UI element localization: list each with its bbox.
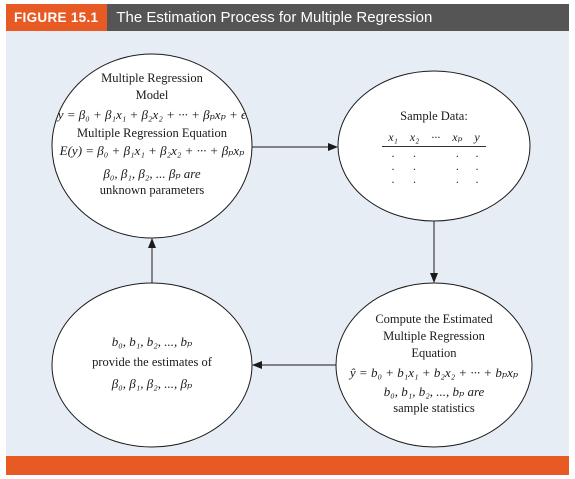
compute-coefficients: b₀, b₁, b₂, ..., bₚ are (383, 384, 485, 399)
compute-title-line2: Multiple Regression (383, 329, 485, 343)
estimates-text: b₀, b₁, b₂, ..., bₚ provide the estimate… (52, 333, 252, 392)
compute-title-line3: Equation (411, 346, 457, 360)
column-x1: x₁ (382, 129, 404, 147)
sample-data-row: . . . . (382, 147, 485, 161)
sample-statistics-label: sample statistics (393, 401, 475, 415)
cell-x1: . (391, 172, 395, 186)
cell-ellipsis (425, 173, 446, 186)
unknown-parameters-label: unknown parameters (99, 183, 205, 197)
figure-title-bar: FIGURE 15.1 The Estimation Process for M… (6, 4, 569, 31)
cell-x1: . (391, 159, 395, 173)
cell-x2: . (413, 146, 417, 160)
cell-y: . (475, 146, 479, 160)
bottom-accent-bar (6, 456, 569, 475)
model-parameters: β₀, β₁, β₂, ... βₚ are (103, 166, 201, 181)
compute-title-line1: Compute the Estimated (375, 312, 493, 326)
sample-data-row: . . . . (382, 160, 485, 173)
model-text: Multiple Regression Model y = β₀ + β₁x₁ … (52, 70, 252, 199)
cell-x2: . (413, 172, 417, 186)
cell-x2: . (413, 159, 417, 173)
model-subtitle: Model (135, 88, 169, 102)
figure-label: FIGURE 15.1 (6, 4, 108, 31)
cell-xp: . (455, 159, 459, 173)
cell-ellipsis (425, 160, 446, 173)
sample-data-title: Sample Data: (400, 109, 468, 123)
cell-y: . (475, 172, 479, 186)
regression-equation: E(y) = β₀ + β₁x₁ + β₂x₂ + ··· + βₚxₚ (59, 143, 245, 158)
sample-data-row: . . . . (382, 173, 485, 186)
sample-data-table: x₁ x₂ ··· xₚ y . . . . . . . . . (382, 129, 486, 186)
column-x2: x₂ (403, 129, 426, 147)
cell-y: . (475, 159, 479, 173)
cell-x1: . (391, 146, 395, 160)
column-y: y (468, 129, 486, 147)
regression-equation-label: Multiple Regression Equation (77, 126, 227, 140)
sample-data-text: Sample Data: x₁ x₂ ··· xₚ y . . . . . . … (354, 108, 514, 186)
estimated-parameters: β₀, β₁, β₂, ..., βₚ (111, 376, 193, 391)
sample-data-header-row: x₁ x₂ ··· xₚ y (382, 129, 486, 147)
column-ellipsis: ··· (425, 129, 447, 147)
cell-xp: . (455, 172, 459, 186)
model-title: Multiple Regression (101, 71, 203, 85)
model-equation: y = β₀ + β₁x₁ + β₂x₂ + ··· + βₚxₚ + ϵ (57, 107, 247, 122)
cell-xp: . (455, 146, 459, 160)
estimate-coefficients: b₀, b₁, b₂, ..., bₚ (111, 334, 193, 349)
figure-title: The Estimation Process for Multiple Regr… (116, 9, 433, 26)
column-xp: xₚ (446, 129, 469, 147)
cell-ellipsis (425, 147, 446, 161)
estimated-equation: ŷ = b₀ + b₁x₁ + b₂x₂ + ··· + bₚxₚ (349, 365, 519, 380)
compute-text: Compute the Estimated Multiple Regressio… (336, 311, 532, 417)
provide-estimates-label: provide the estimates of (92, 355, 212, 369)
